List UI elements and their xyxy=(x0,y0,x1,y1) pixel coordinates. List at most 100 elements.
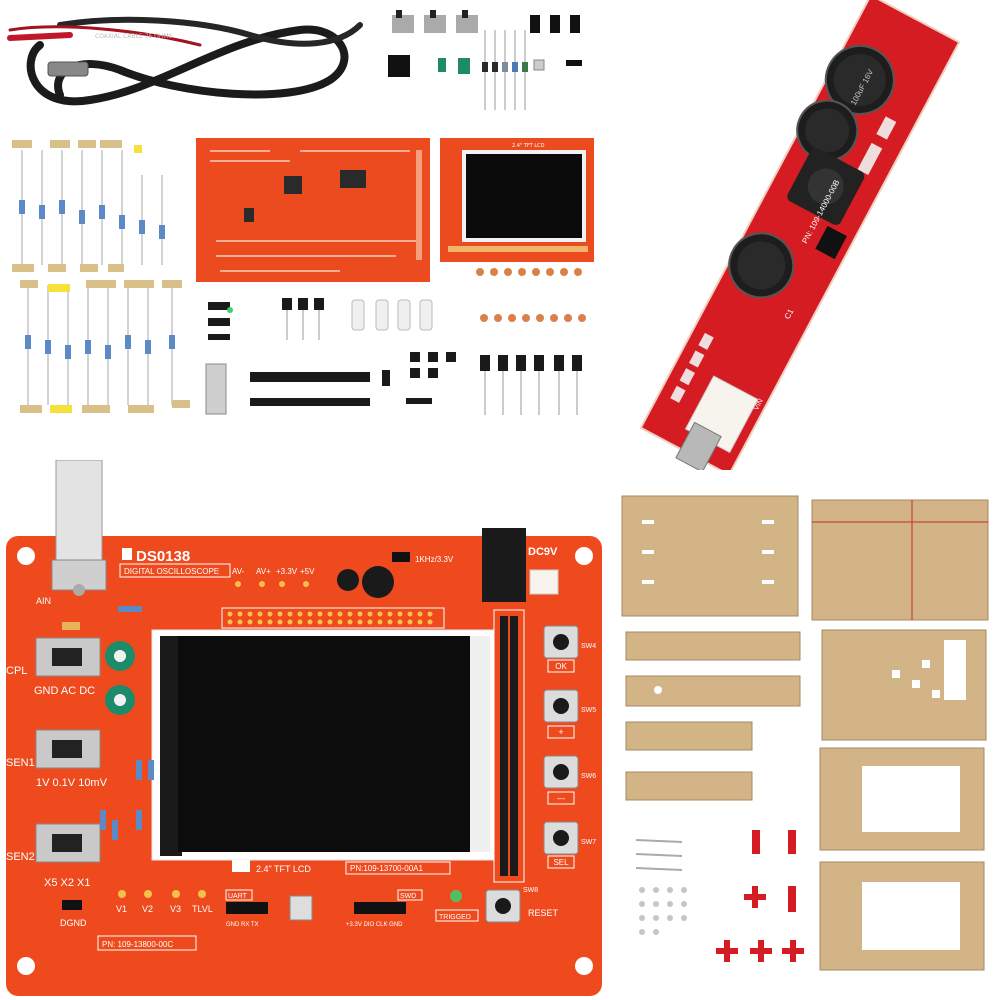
ceramic-c1 xyxy=(62,622,80,630)
power-pcb xyxy=(639,0,961,470)
sen1-range: 1V 0.1V 10mV xyxy=(36,777,108,789)
avplus-label: AV+ xyxy=(256,567,271,576)
trig-led xyxy=(450,890,462,902)
acrylic-case-art xyxy=(621,495,989,971)
minus-label: — xyxy=(557,794,565,803)
small-resistors xyxy=(100,606,154,840)
red-clips xyxy=(716,830,804,962)
usb-connector xyxy=(675,421,722,470)
lcd-screen xyxy=(178,636,478,852)
component-kit-art: COAXIAL CABLE 75 OHMS xyxy=(7,10,594,415)
strip-3 xyxy=(625,721,753,751)
nuts xyxy=(639,887,687,935)
v-testpoints xyxy=(118,890,206,898)
dc-label: DC9V xyxy=(528,546,558,558)
panel-top-left xyxy=(621,495,799,617)
resistors xyxy=(12,140,190,413)
button-group xyxy=(485,625,579,923)
strip-4 xyxy=(625,771,753,801)
lcd-label: 2.4" TFT LCD xyxy=(256,864,311,874)
bnc-connector xyxy=(51,460,107,596)
plus-label: + xyxy=(558,727,563,737)
swd-pins: +3.3V DIO CLK GND xyxy=(346,922,403,928)
sel-label: SEL xyxy=(553,858,569,867)
inductor-l2 xyxy=(362,566,394,598)
sw5-label: SW5 xyxy=(581,707,596,714)
nylon-spacers xyxy=(351,299,433,331)
usb-port xyxy=(289,895,313,921)
uart-pins: GND RX TX xyxy=(226,922,259,928)
v3-label: V3 xyxy=(170,904,181,914)
model-label: DS0138 xyxy=(136,548,190,565)
power-board: PN: 109-14000-00B C1 VIN 100uF 16V xyxy=(600,0,1000,470)
header-j4 xyxy=(221,607,445,629)
v1-label: V1 xyxy=(116,904,127,914)
electrolytic-caps xyxy=(480,355,582,371)
oscilloscope-board-art: DS0138 DIGITAL OSCILLOSCOPE AIN AV- AV+ … xyxy=(6,460,602,996)
coupling-label: GND AC DC xyxy=(34,685,95,697)
dgnd-header xyxy=(62,900,82,910)
strip-2 xyxy=(625,675,801,707)
oscilloscope-board: DS0138 DIGITAL OSCILLOSCOPE AIN AV- AV+ … xyxy=(0,460,610,1000)
mounting-holes xyxy=(17,547,593,975)
signal-label: 1KHz/3.3V xyxy=(415,555,454,564)
dgnd-label: DGND xyxy=(60,918,87,928)
power-vin: VIN xyxy=(753,398,765,412)
v5-label: +5V xyxy=(300,567,315,576)
subtitle-label: DIGITAL OSCILLOSCOPE xyxy=(124,567,219,576)
lcd-module xyxy=(440,138,594,262)
power-c1: C1 xyxy=(783,307,796,321)
slide-switch-sen2[interactable] xyxy=(35,823,101,863)
dc-jack-main xyxy=(482,528,526,602)
slide-switch-sen1[interactable] xyxy=(35,729,101,769)
cap-leads xyxy=(484,371,578,415)
board-pn: PN: 109-13800-00C xyxy=(102,940,173,949)
reset-label: RESET xyxy=(528,908,559,918)
sen1-label: SEN1 xyxy=(6,757,35,769)
tact-switches xyxy=(410,352,456,378)
cable-print: COAXIAL CABLE 75 OHMS xyxy=(95,33,173,40)
uart-header xyxy=(226,902,268,914)
slide-switch-cpl[interactable] xyxy=(35,637,101,677)
trigged-label: TRIGGED xyxy=(439,914,471,921)
headers xyxy=(208,302,432,406)
probe-cable xyxy=(7,16,363,106)
dc-jack xyxy=(388,55,410,77)
slide-switches xyxy=(392,10,478,33)
ok-label: OK xyxy=(555,662,567,671)
inductor-part xyxy=(382,370,390,386)
test-points xyxy=(235,581,309,587)
uart-label: UART xyxy=(228,893,248,900)
bnc-part xyxy=(205,363,227,415)
sen2-range: X5 X2 X1 xyxy=(44,877,90,889)
regulator xyxy=(815,225,847,260)
swd-label: SWD xyxy=(400,893,416,900)
inductors xyxy=(438,58,470,74)
lcd-module-silk: 2.4" TFT LCD xyxy=(512,143,545,149)
sw6-label: SW6 xyxy=(581,773,596,780)
battery-connector xyxy=(529,569,559,595)
sw7-label: SW7 xyxy=(581,839,596,846)
transistors xyxy=(282,298,324,340)
screws xyxy=(635,839,683,871)
tlvl-label: TLVL xyxy=(192,904,213,914)
capacitor-c24 xyxy=(337,569,359,591)
j2-header xyxy=(392,552,410,562)
component-kit: COAXIAL CABLE 75 OHMS xyxy=(0,0,600,430)
led xyxy=(227,307,233,313)
jumpers-pins xyxy=(530,15,582,71)
sw8-label: SW8 xyxy=(523,887,538,894)
bare-main-pcb xyxy=(196,138,430,282)
ain-label: AIN xyxy=(36,596,51,606)
header-j1 xyxy=(493,609,525,883)
ceramic-capacitors xyxy=(476,268,586,322)
acrylic-case xyxy=(612,490,1000,1000)
sw4-label: SW4 xyxy=(581,643,596,650)
v2-label: V2 xyxy=(142,904,153,914)
power-board-art: PN: 109-14000-00B C1 VIN 100uF 16V xyxy=(639,0,961,470)
avminus-label: AV- xyxy=(232,567,245,576)
diode-bodies xyxy=(482,62,528,72)
swd-header xyxy=(354,902,406,914)
panel-top-right xyxy=(811,499,989,621)
cpl-label: CPL xyxy=(6,665,27,677)
